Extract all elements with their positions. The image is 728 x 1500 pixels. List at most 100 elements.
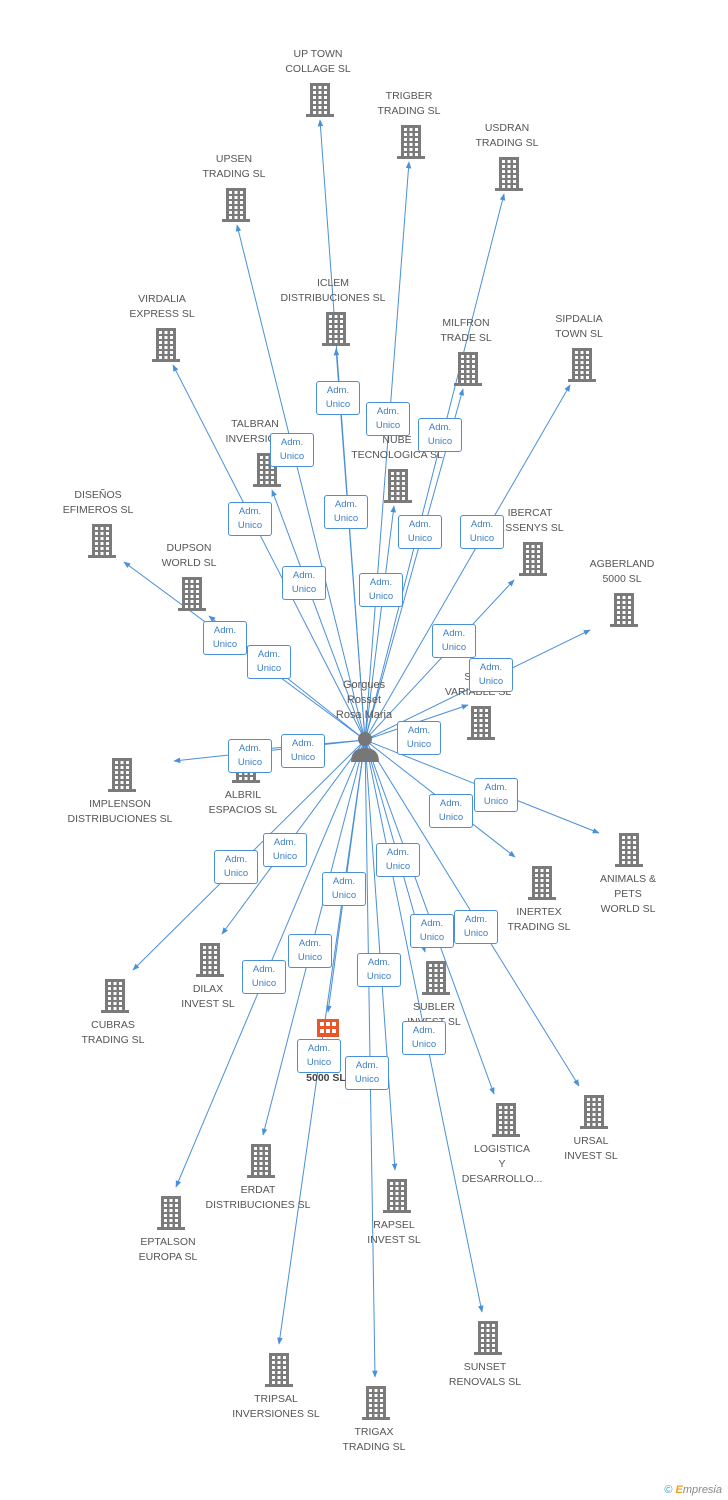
building-icon-disenos[interactable] bbox=[88, 524, 116, 558]
center-person-label: Gorgues Rosset Rosa Maria bbox=[335, 679, 393, 721]
edge-talbran bbox=[271, 489, 366, 741]
building-icon-animals[interactable] bbox=[615, 833, 643, 867]
building-icon-milfron[interactable] bbox=[454, 352, 482, 386]
role-badge-ursal: Adm. Unico bbox=[454, 910, 498, 944]
company-label-erdat[interactable]: ERDAT DISTRIBUCIONES SL bbox=[205, 1184, 311, 1211]
role-badge-virdalia: Adm. Unico bbox=[228, 502, 272, 536]
company-label-nube[interactable]: NUBE TECNOLOGICA SL bbox=[351, 434, 443, 461]
building-icon-trigber[interactable] bbox=[397, 125, 425, 159]
edge-trigber bbox=[364, 161, 412, 741]
role-badge-eptalson: Adm. Unico bbox=[288, 934, 332, 968]
role-badge-dupson: Adm. Unico bbox=[247, 645, 291, 679]
company-label-trigber[interactable]: TRIGBER TRADING SL bbox=[377, 90, 441, 117]
empresia-watermark: © Empresia bbox=[664, 1484, 722, 1496]
building-icon-nube[interactable] bbox=[384, 469, 412, 503]
company-label-talbran[interactable]: TALBRAN INVERSIO... bbox=[225, 418, 285, 445]
building-icon-cubras[interactable] bbox=[101, 979, 129, 1013]
company-label-milfron[interactable]: MILFRON TRADE SL bbox=[440, 317, 492, 344]
role-badge-animals: Adm. Unico bbox=[474, 778, 518, 812]
building-icon-tripsal[interactable] bbox=[265, 1353, 293, 1387]
role-badge-upsen: Adm. Unico bbox=[270, 433, 314, 467]
brand-initial: E bbox=[675, 1484, 683, 1496]
building-icon-s5000[interactable] bbox=[317, 1019, 339, 1037]
building-icon-eptalson[interactable] bbox=[157, 1196, 185, 1230]
company-label-albril[interactable]: ALBRIL ESPACIOS SL bbox=[208, 789, 278, 816]
building-icon-uptown[interactable] bbox=[306, 83, 334, 117]
role-badge-sunset: Adm. Unico bbox=[402, 1021, 446, 1055]
building-icon-upsen[interactable] bbox=[222, 188, 250, 222]
company-label-sunset[interactable]: SUNSET RENOVALS SL bbox=[448, 1361, 522, 1388]
role-badge-talbran: Adm. Unico bbox=[282, 566, 326, 600]
role-badge-agberland: Adm. Unico bbox=[469, 658, 513, 692]
role-badge-dilax: Adm. Unico bbox=[263, 833, 307, 867]
company-label-disenos[interactable]: DISEÑOS EFIMEROS SL bbox=[62, 489, 134, 516]
company-label-virdalia[interactable]: VIRDALIA EXPRESS SL bbox=[129, 293, 195, 320]
company-label-ursal[interactable]: URSAL INVEST SL bbox=[564, 1135, 618, 1162]
building-icon-ursal[interactable] bbox=[580, 1095, 608, 1129]
role-badge-usdran: Adm. Unico bbox=[418, 418, 462, 452]
brand-name: mpresia bbox=[682, 1484, 722, 1496]
building-icon-rapsel[interactable] bbox=[383, 1179, 411, 1213]
role-badge-ibercat: Adm. Unico bbox=[432, 624, 476, 658]
edge-sipdalia bbox=[364, 384, 571, 741]
role-badge-nube: Adm. Unico bbox=[359, 573, 403, 607]
role-badge-erdat: Adm. Unico bbox=[242, 960, 286, 994]
company-label-eptalson[interactable]: EPTALSON EUROPA SL bbox=[138, 1236, 198, 1263]
company-label-upsen[interactable]: UPSEN TRADING SL bbox=[202, 153, 266, 180]
company-label-tripsal[interactable]: TRIPSAL INVERSIONES SL bbox=[232, 1393, 320, 1420]
person-icon[interactable] bbox=[351, 732, 379, 762]
building-icon-usdran[interactable] bbox=[495, 157, 523, 191]
role-badge-tripsal: Adm. Unico bbox=[297, 1039, 341, 1073]
copyright-symbol: © bbox=[664, 1484, 673, 1496]
role-badge-s5000: Adm. Unico bbox=[322, 872, 366, 906]
role-badge-subler: Adm. Unico bbox=[376, 843, 420, 877]
building-icon-sunset[interactable] bbox=[474, 1321, 502, 1355]
company-label-ibercat[interactable]: IBERCAT ...SSENYS SL bbox=[496, 507, 564, 534]
company-label-inertex[interactable]: INERTEX TRADING SL bbox=[507, 906, 571, 933]
role-badge-logistica: Adm. Unico bbox=[410, 914, 454, 948]
building-icon-implenson[interactable] bbox=[108, 758, 136, 792]
role-badge-rapsel: Adm. Unico bbox=[357, 953, 401, 987]
role-badge-albril: Adm. Unico bbox=[281, 734, 325, 768]
building-icon-trigax[interactable] bbox=[362, 1386, 390, 1420]
building-icon-dupson[interactable] bbox=[178, 577, 206, 611]
edge-nube bbox=[364, 505, 397, 741]
edge-upsen bbox=[235, 224, 366, 741]
building-icon-logistica[interactable] bbox=[492, 1103, 520, 1137]
building-icon-erdat[interactable] bbox=[247, 1144, 275, 1178]
company-label-logistica[interactable]: LOGISTICA Y DESARROLLO... bbox=[461, 1143, 543, 1185]
company-label-iclem[interactable]: ICLEM DISTRIBUCIONES SL bbox=[280, 277, 386, 304]
company-label-s5000[interactable]: 5000 SL bbox=[306, 1072, 346, 1084]
company-label-usdran[interactable]: USDRAN TRADING SL bbox=[475, 122, 539, 149]
edge-virdalia bbox=[172, 364, 366, 741]
company-label-uptown[interactable]: UP TOWN COLLAGE SL bbox=[285, 48, 351, 75]
role-badge-milfron: Adm. Unico bbox=[398, 515, 442, 549]
building-icon-simvar[interactable] bbox=[467, 706, 495, 740]
company-label-dupson[interactable]: DUPSON WORLD SL bbox=[161, 542, 217, 569]
building-icon-dilax[interactable] bbox=[196, 943, 224, 977]
company-label-dilax[interactable]: DILAX INVEST SL bbox=[181, 983, 235, 1010]
role-badge-disenos: Adm. Unico bbox=[203, 621, 247, 655]
company-label-rapsel[interactable]: RAPSEL INVEST SL bbox=[367, 1219, 421, 1246]
edge-usdran bbox=[364, 193, 506, 741]
company-label-cubras[interactable]: CUBRAS TRADING SL bbox=[81, 1019, 145, 1046]
role-badge-iclem: Adm. Unico bbox=[324, 495, 368, 529]
building-icon-inertex[interactable] bbox=[528, 866, 556, 900]
company-label-agberland[interactable]: AGBERLAND 5000 SL bbox=[589, 558, 655, 585]
edge-ibercat bbox=[364, 579, 515, 741]
role-badge-trigax: Adm. Unico bbox=[345, 1056, 389, 1090]
role-badge-inertex: Adm. Unico bbox=[429, 794, 473, 828]
building-icon-subler[interactable] bbox=[422, 961, 450, 995]
role-badge-implenson: Adm. Unico bbox=[228, 739, 272, 773]
building-icon-iclem[interactable] bbox=[322, 312, 350, 346]
company-label-implenson[interactable]: IMPLENSON DISTRIBUCIONES SL bbox=[67, 798, 173, 825]
company-label-trigax[interactable]: TRIGAX TRADING SL bbox=[342, 1426, 406, 1453]
building-icon-ibercat[interactable] bbox=[519, 542, 547, 576]
company-label-sipdalia[interactable]: SIPDALIA TOWN SL bbox=[555, 313, 603, 340]
building-icon-agberland[interactable] bbox=[610, 593, 638, 627]
company-label-animals[interactable]: ANIMALS & PETS WORLD SL bbox=[599, 873, 657, 915]
role-badge-sipdalia: Adm. Unico bbox=[460, 515, 504, 549]
building-icon-virdalia[interactable] bbox=[152, 328, 180, 362]
building-icon-sipdalia[interactable] bbox=[568, 348, 596, 382]
